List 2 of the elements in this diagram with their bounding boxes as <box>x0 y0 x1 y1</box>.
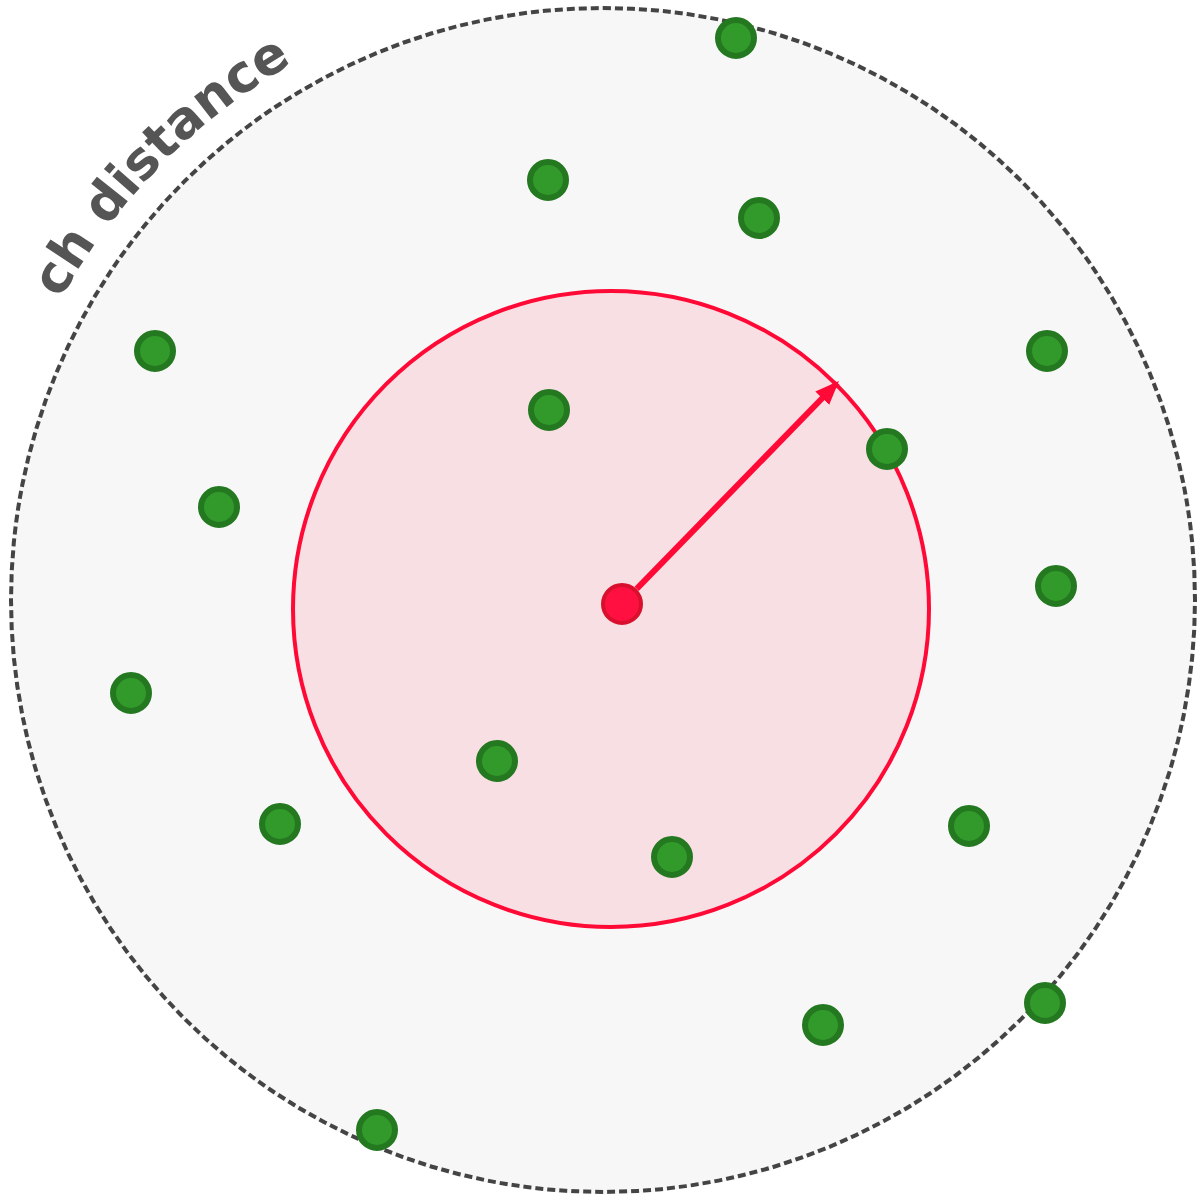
center-point <box>601 583 643 625</box>
radius-arrow <box>634 380 840 592</box>
